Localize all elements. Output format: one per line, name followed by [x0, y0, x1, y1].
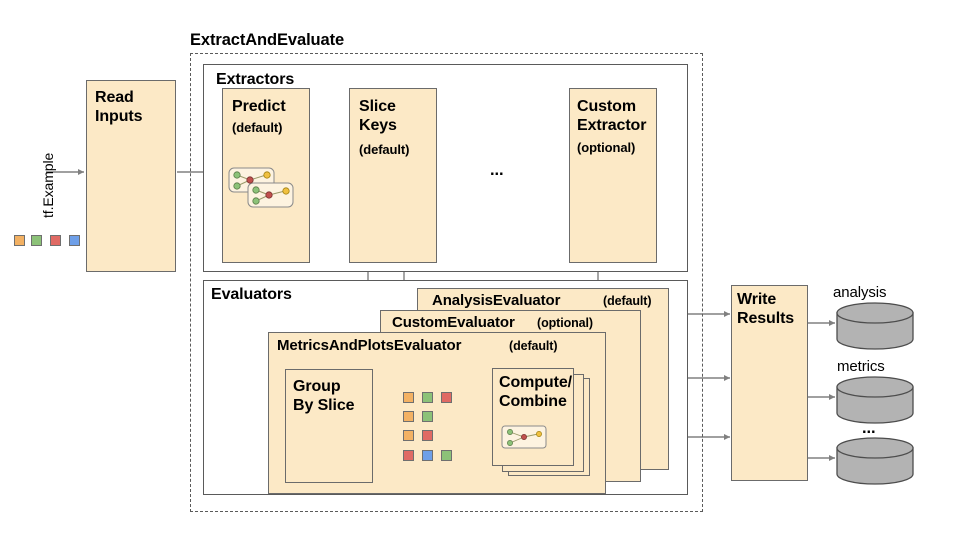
extractor-slice-keys-box[interactable]: [349, 88, 437, 263]
output-analysis-label: analysis: [833, 284, 887, 301]
evaluator-metrics-title: MetricsAndPlotsEvaluator: [277, 337, 462, 354]
evaluator-custom-title: CustomEvaluator: [392, 314, 515, 331]
extractor-custom-subtitle: (optional): [577, 140, 636, 155]
evaluator-analysis-subtitle: (default): [603, 294, 652, 308]
write-results-label: Write Results: [737, 291, 795, 327]
write-results-box[interactable]: [731, 285, 808, 481]
slice-chip: [403, 392, 414, 403]
read-inputs-label: Read Inputs: [95, 89, 143, 125]
slice-chip: [441, 450, 452, 461]
input-chip: [31, 235, 42, 246]
input-chip: [69, 235, 80, 246]
extractors-ellipsis: ...: [490, 161, 504, 179]
extractor-predict-title: Predict: [232, 98, 286, 115]
extractor-slice-keys-title: Slice Keys: [359, 98, 397, 134]
extractor-custom-title: Custom Extractor: [577, 98, 647, 134]
group-by-slice-label: Group By Slice: [293, 378, 355, 414]
slice-chip: [403, 450, 414, 461]
tf-example-label: tf.Example: [40, 152, 56, 218]
slice-chip: [441, 392, 452, 403]
group-by-slice-box[interactable]: [285, 369, 373, 483]
input-chip: [14, 235, 25, 246]
evaluators-header: Evaluators: [211, 286, 292, 303]
input-chip: [50, 235, 61, 246]
database-cylinder-icon[interactable]: [835, 376, 925, 429]
slice-chip: [422, 411, 433, 422]
extractor-slice-keys-subtitle: (default): [359, 142, 410, 157]
extract-and-evaluate-container: [190, 53, 703, 512]
extractor-custom-box[interactable]: [569, 88, 657, 263]
extractors-header: Extractors: [216, 71, 295, 88]
database-cylinder-icon[interactable]: [835, 302, 925, 355]
evaluator-custom-subtitle: (optional): [537, 316, 593, 330]
slice-chip: [403, 430, 414, 441]
compute-combine-box[interactable]: [492, 368, 574, 466]
model-graph-icon: [501, 425, 547, 449]
output-ellipsis-label: ...: [862, 419, 876, 437]
extractor-predict-subtitle: (default): [232, 120, 283, 135]
slice-chip: [422, 430, 433, 441]
evaluator-metrics-subtitle: (default): [509, 339, 558, 353]
database-cylinder-icon[interactable]: [835, 437, 925, 490]
output-metrics-label: metrics: [837, 358, 885, 375]
compute-combine-label: Compute/ Combine: [499, 374, 572, 410]
slice-chip: [403, 411, 414, 422]
evaluator-analysis-title: AnalysisEvaluator: [432, 292, 561, 309]
model-graph-icon: [228, 167, 294, 208]
extract-and-evaluate-title: ExtractAndEvaluate: [190, 31, 345, 49]
slice-chip: [422, 450, 433, 461]
slice-chip: [422, 392, 433, 403]
read-inputs-box[interactable]: [86, 80, 176, 272]
